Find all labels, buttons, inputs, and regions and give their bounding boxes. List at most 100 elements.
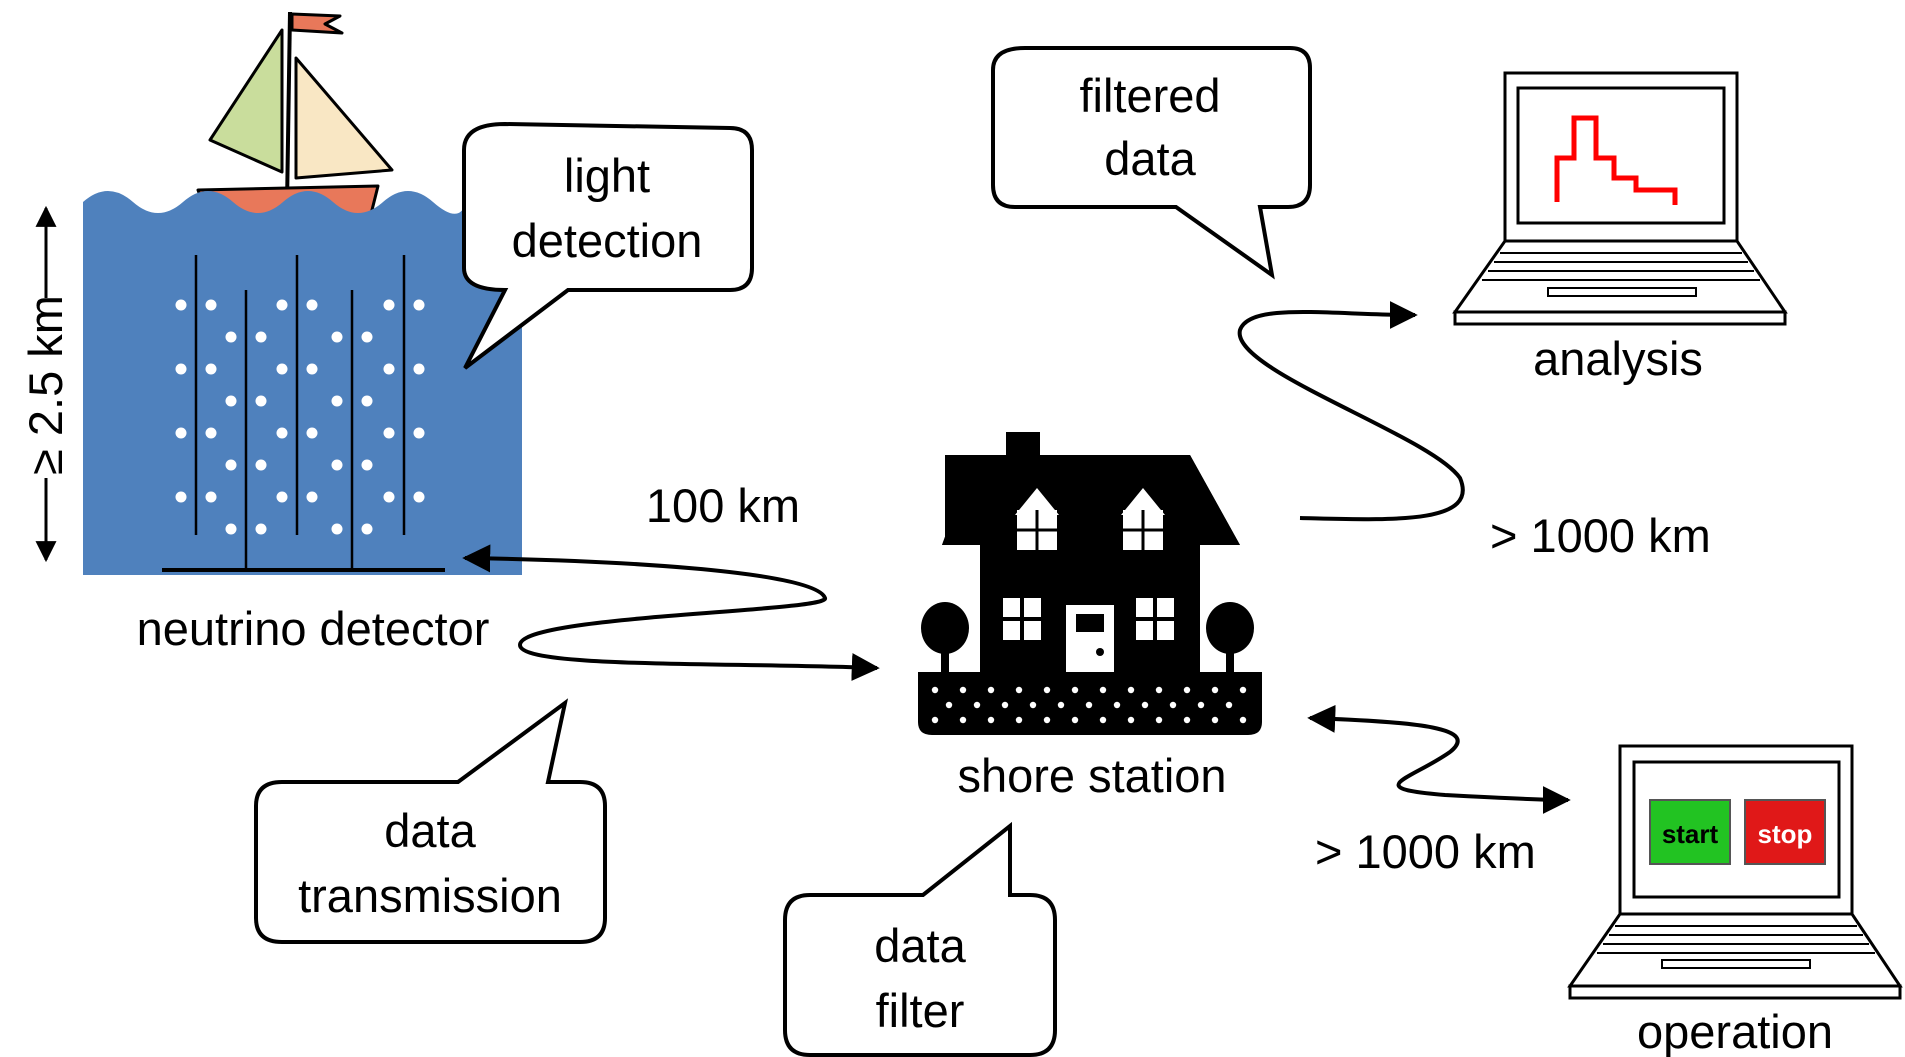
- pebble: [1099, 686, 1107, 694]
- pebble: [1113, 701, 1121, 709]
- right-sail: [294, 56, 394, 180]
- pebble: [1085, 701, 1093, 709]
- optical-module: [413, 427, 425, 439]
- bubble-text-line: filtered: [1079, 69, 1220, 122]
- pebble: [1183, 716, 1191, 724]
- pebble: [1211, 716, 1219, 724]
- cable-detector-shore: [462, 544, 880, 682]
- pebble: [1225, 701, 1233, 709]
- optical-module: [361, 331, 373, 343]
- distance-operation-label: > 1000 km: [1315, 825, 1536, 878]
- optical-module: [175, 427, 187, 439]
- flag: [290, 12, 344, 35]
- operation-label: operation: [1637, 1005, 1833, 1057]
- optical-module: [255, 395, 267, 407]
- svg-text:data: data: [874, 919, 966, 972]
- pebble: [1071, 686, 1079, 694]
- bubble-light-detection: light detection: [462, 121, 754, 370]
- start-button[interactable]: start: [1649, 799, 1731, 865]
- optical-module: [255, 459, 267, 471]
- detector-strings: [194, 255, 406, 570]
- depth-indicator: ≥ 2.5 km: [19, 205, 72, 563]
- bubble-text-line: data: [874, 919, 966, 972]
- sea-volume: [83, 191, 522, 575]
- depth-label: ≥ 2.5 km: [19, 295, 72, 475]
- optical-module: [255, 331, 267, 343]
- optical-module: [361, 523, 373, 535]
- svg-text:detection: detection: [512, 214, 703, 267]
- optical-module: [383, 363, 395, 375]
- pebble: [959, 686, 967, 694]
- pebble: [987, 686, 995, 694]
- optical-module: [413, 299, 425, 311]
- pebble: [987, 716, 995, 724]
- pebble: [1043, 716, 1051, 724]
- pebble: [1211, 686, 1219, 694]
- svg-text:filtered: filtered: [1079, 69, 1220, 122]
- optical-module: [331, 331, 343, 343]
- optical-module: [413, 363, 425, 375]
- optical-module: [255, 523, 267, 535]
- optical-module: [175, 363, 187, 375]
- optical-module: [225, 331, 237, 343]
- optical-module: [383, 491, 395, 503]
- distance-analysis-label: > 1000 km: [1490, 509, 1711, 562]
- optical-module: [276, 363, 288, 375]
- optical-module: [331, 459, 343, 471]
- operation-laptop: start stop: [1567, 744, 1903, 1000]
- pebble: [1015, 716, 1023, 724]
- bubble-text-line: transmission: [298, 869, 562, 922]
- histogram-plot: [1554, 115, 1678, 205]
- trees: [921, 602, 1254, 680]
- svg-text:transmission: transmission: [298, 869, 562, 922]
- optical-module: [225, 459, 237, 471]
- optical-module: [205, 491, 217, 503]
- shore-station-house: [918, 432, 1262, 735]
- bubble-data-transmission: data transmission: [254, 698, 607, 944]
- pebble: [1197, 701, 1205, 709]
- cable-shore-analysis: [1237, 300, 1465, 522]
- pebble: [959, 716, 967, 724]
- optical-module: [383, 299, 395, 311]
- optical-module: [175, 491, 187, 503]
- optical-module: [361, 395, 373, 407]
- pebble: [1057, 701, 1065, 709]
- pebble: [1183, 686, 1191, 694]
- distance-100km-label: 100 km: [646, 479, 800, 532]
- sea-water: [83, 191, 522, 575]
- shore-station-label: shore station: [957, 749, 1226, 802]
- start-button-label: start: [1662, 819, 1719, 849]
- pebble: [1099, 716, 1107, 724]
- pebble: [1015, 686, 1023, 694]
- optical-module: [205, 299, 217, 311]
- pebble: [973, 701, 981, 709]
- roof-windows: [1015, 488, 1165, 550]
- optical-module: [205, 363, 217, 375]
- optical-module: [306, 299, 318, 311]
- pebble: [1155, 686, 1163, 694]
- optical-module: [276, 299, 288, 311]
- pebble: [1239, 716, 1247, 724]
- optical-module: [225, 523, 237, 535]
- svg-text:data: data: [384, 804, 476, 857]
- optical-module: [306, 427, 318, 439]
- analysis-laptop: [1452, 71, 1788, 326]
- svg-text:filter: filter: [876, 984, 965, 1037]
- pebble: [1127, 716, 1135, 724]
- stop-button-label: stop: [1758, 819, 1813, 849]
- pebble: [1029, 701, 1037, 709]
- optical-module: [331, 395, 343, 407]
- svg-text:light: light: [564, 149, 650, 202]
- pebble: [1155, 716, 1163, 724]
- ground-windows: [1003, 598, 1174, 640]
- optical-module: [225, 395, 237, 407]
- bubble-text-line: data: [384, 804, 476, 857]
- stop-button[interactable]: stop: [1744, 799, 1826, 865]
- optical-module: [205, 427, 217, 439]
- pebble: [1043, 686, 1051, 694]
- neutrino-detector-label: neutrino detector: [137, 602, 490, 655]
- pebble: [1127, 686, 1135, 694]
- optical-module: [306, 363, 318, 375]
- pebble: [1071, 716, 1079, 724]
